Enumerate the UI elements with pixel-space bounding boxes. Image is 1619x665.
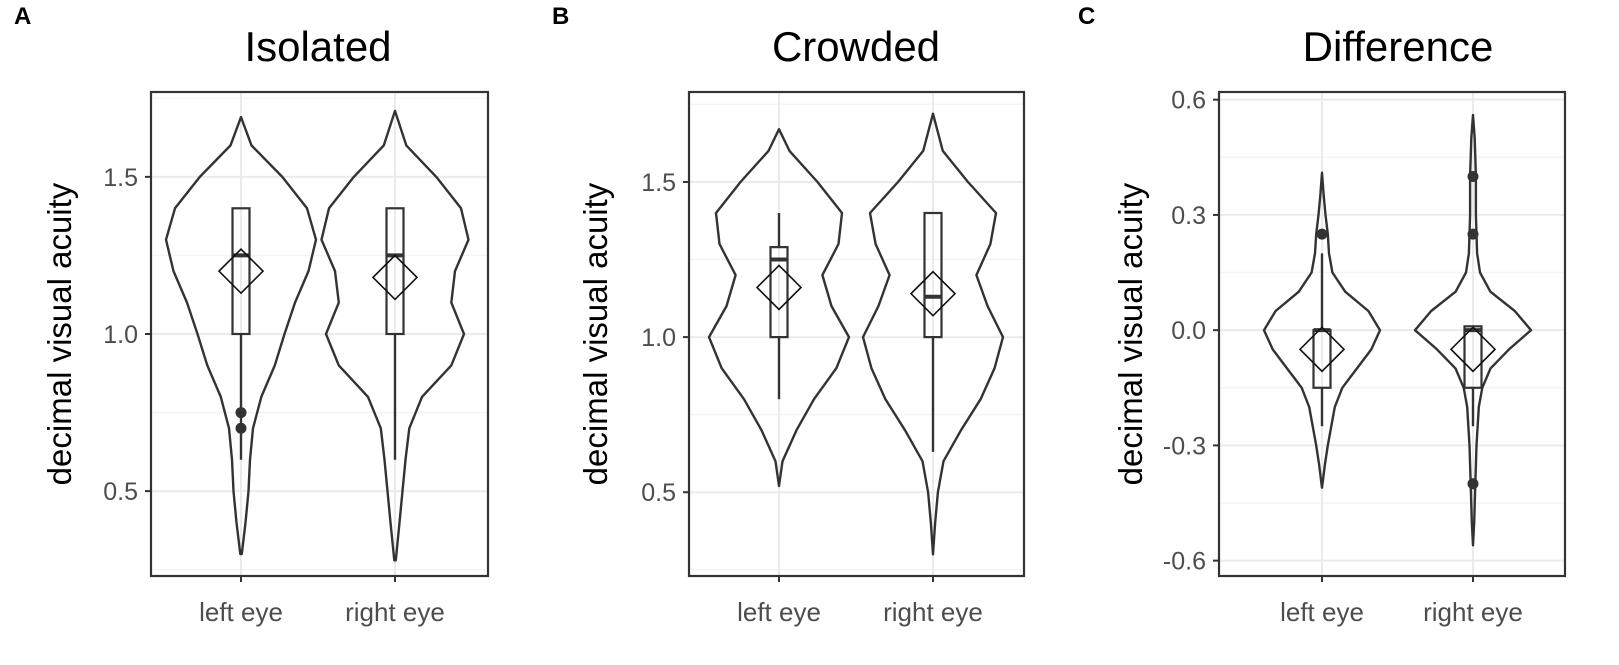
outlier-point bbox=[235, 422, 247, 434]
outlier-point bbox=[1467, 171, 1479, 183]
y-tick-label: 0.0 bbox=[1171, 317, 1206, 345]
violin-shape bbox=[707, 127, 851, 488]
violin-shape bbox=[861, 112, 1005, 556]
y-tick-label: 1.5 bbox=[103, 164, 138, 192]
x-tick-label: left eye bbox=[1280, 597, 1364, 627]
panel-a: 0.5 1.0 1.5 left eye right eye Isolated decima… bbox=[14, 3, 490, 627]
y-tick-label: 1.5 bbox=[641, 169, 676, 197]
y-axis-label: decimal visual acuity bbox=[1112, 182, 1149, 485]
outlier-point bbox=[1316, 228, 1328, 240]
y-tick-label: 0.3 bbox=[1171, 202, 1206, 230]
chart-title: Difference bbox=[1303, 23, 1494, 70]
mean-diamond bbox=[371, 254, 419, 301]
box-iqr bbox=[769, 246, 789, 339]
mean-diamond bbox=[755, 264, 803, 311]
violin-shape bbox=[1413, 113, 1533, 547]
outlier-point bbox=[235, 407, 247, 419]
group-right-eye bbox=[1413, 113, 1533, 547]
box-iqr bbox=[385, 207, 405, 336]
panel-c: -0.6 -0.3 0.0 0.3 0.6 left eye right eye Differ… bbox=[1078, 3, 1567, 627]
panel-letter: B bbox=[552, 3, 569, 30]
mean-diamond bbox=[909, 270, 957, 317]
panel-border bbox=[1217, 90, 1567, 578]
mean-diamond bbox=[1298, 326, 1346, 373]
mean-diamond bbox=[1449, 326, 1497, 373]
mean-diamond bbox=[217, 248, 265, 295]
group-right-eye bbox=[861, 112, 1005, 556]
y-tick-label: 0.5 bbox=[103, 478, 138, 506]
y-tick-label: -0.6 bbox=[1163, 548, 1206, 576]
y-tick-label: 1.0 bbox=[103, 321, 138, 349]
chart-title: Crowded bbox=[772, 23, 940, 70]
x-tick-label: right eye bbox=[1423, 597, 1523, 627]
group-left-eye bbox=[707, 127, 851, 488]
box-iqr bbox=[231, 207, 251, 336]
y-tick-label: -0.3 bbox=[1163, 432, 1206, 460]
y-tick-label: 0.6 bbox=[1171, 87, 1206, 115]
outlier-point bbox=[1467, 478, 1479, 490]
group-right-eye bbox=[320, 109, 470, 562]
chart-title: Isolated bbox=[244, 23, 391, 70]
box-iqr bbox=[1312, 329, 1332, 389]
box-iqr bbox=[1463, 325, 1483, 389]
y-axis-label: decimal visual acuity bbox=[41, 182, 78, 485]
panel-b: 0.5 1.0 1.5 left eye right eye Crowded decimal… bbox=[552, 3, 1026, 627]
box-iqr bbox=[923, 211, 943, 339]
panel-border bbox=[687, 90, 1026, 578]
group-left-eye bbox=[1262, 171, 1382, 489]
group-left-eye bbox=[164, 115, 318, 556]
violin-shape bbox=[164, 115, 318, 556]
violin-shape bbox=[1262, 171, 1382, 489]
violin-shape bbox=[320, 109, 470, 562]
y-tick-label: 0.5 bbox=[641, 479, 676, 507]
x-tick-label: right eye bbox=[883, 597, 983, 627]
panel-letter: A bbox=[14, 3, 31, 30]
outlier-point bbox=[1467, 228, 1479, 240]
x-tick-label: right eye bbox=[345, 597, 445, 627]
x-tick-label: left eye bbox=[199, 597, 283, 627]
y-tick-label: 1.0 bbox=[641, 324, 676, 352]
y-axis-label: decimal visual acuity bbox=[577, 182, 614, 485]
panel-letter: C bbox=[1078, 3, 1095, 30]
x-tick-label: left eye bbox=[737, 597, 821, 627]
